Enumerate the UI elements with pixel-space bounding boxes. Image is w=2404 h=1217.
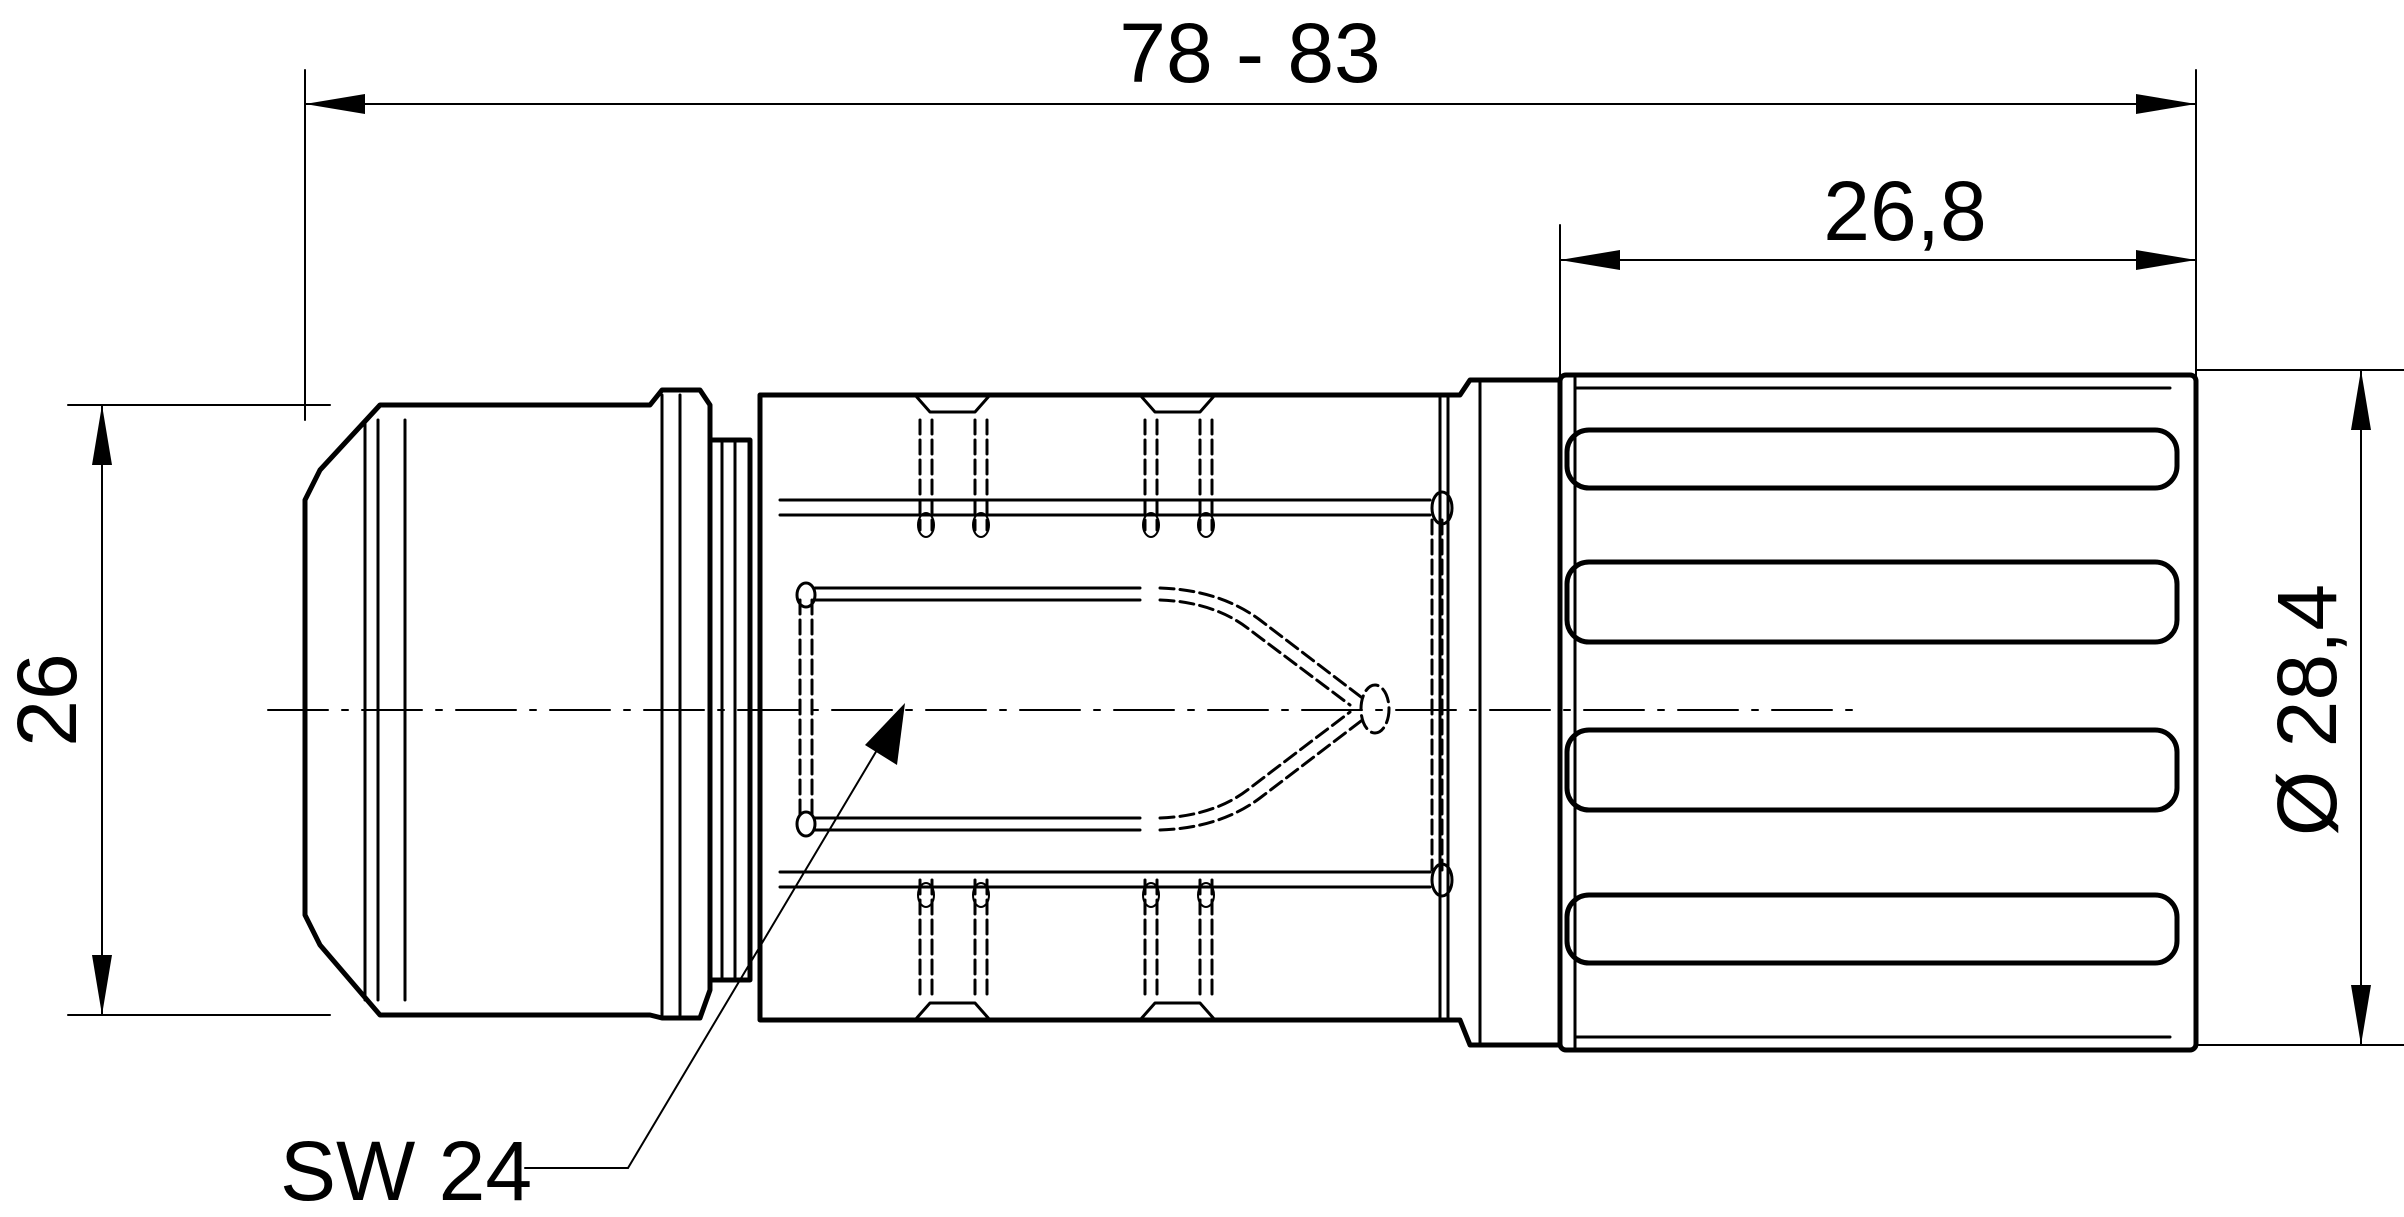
- nut-length-label: 26,8: [1823, 164, 1987, 258]
- knurl-rib: [1564, 559, 2180, 645]
- body-height-label: 26: [0, 653, 94, 746]
- dimension-overall-length: 78 - 83: [304, 6, 2197, 421]
- wrench-size-label: SW 24: [280, 1124, 532, 1217]
- wrench-size-callout: SW 24: [280, 703, 905, 1217]
- arrowhead: [865, 703, 905, 765]
- dimension-nut-length: 26,8: [1559, 164, 2197, 381]
- knurl-rib: [1564, 727, 2180, 813]
- dimension-nut-diameter: Ø 28,4: [2195, 369, 2404, 1046]
- knurl-rib: [1564, 892, 2180, 966]
- nut-diameter-label: Ø 28,4: [2260, 584, 2354, 836]
- arrowhead: [305, 94, 365, 114]
- arrowhead: [2351, 985, 2371, 1045]
- end-cap: [302, 387, 713, 1021]
- hex-body: [757, 377, 1563, 1048]
- hidden-contact-outline: [795, 581, 1391, 838]
- coupling-nut: [1557, 372, 2199, 1053]
- arrowhead: [92, 955, 112, 1015]
- arrowhead: [2351, 370, 2371, 430]
- arrowhead: [2136, 94, 2196, 114]
- arrowhead: [2136, 250, 2196, 270]
- arrowhead: [92, 405, 112, 465]
- arrowhead: [1560, 250, 1620, 270]
- knurl-rib: [1564, 427, 2180, 491]
- neck-ring: [707, 437, 753, 983]
- overall-length-label: 78 - 83: [1119, 6, 1381, 100]
- dimension-body-height: 26: [0, 404, 331, 1016]
